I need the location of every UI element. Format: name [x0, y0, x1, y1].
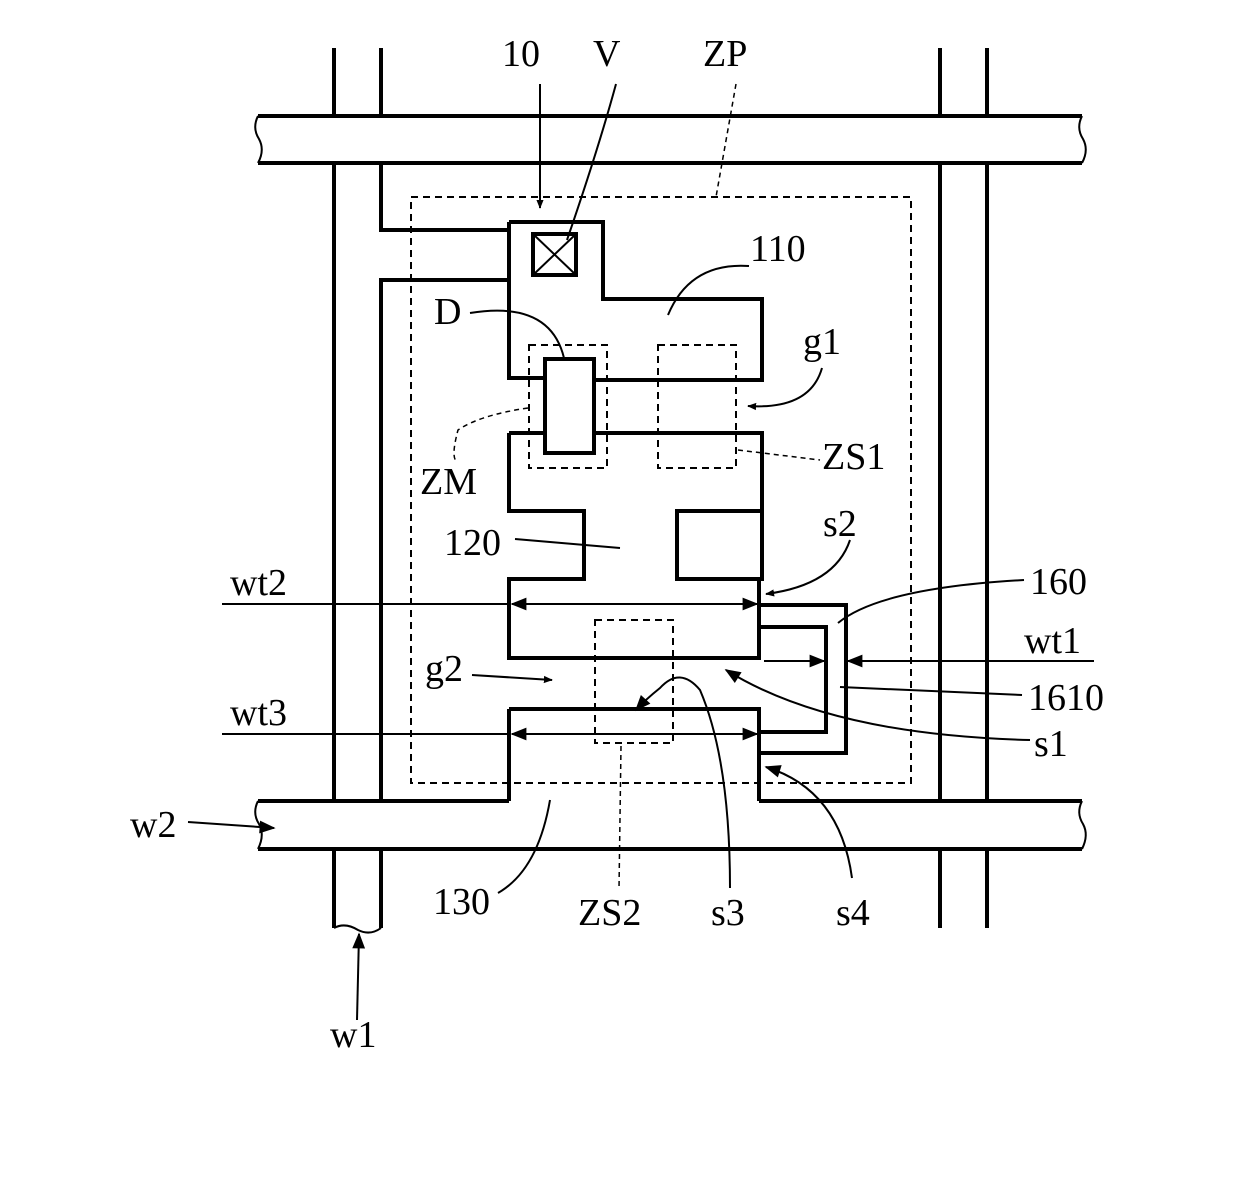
- text-labels: 10 V ZP 110 D g1 ZM ZS1 120 s2 wt2 160 w…: [130, 33, 1104, 1056]
- label-s4: s4: [836, 892, 870, 934]
- label-v: V: [593, 33, 621, 75]
- line-top-horizontal: [255, 116, 1086, 163]
- line-w2-bottom: [255, 801, 1086, 849]
- label-wt2: wt2: [230, 562, 287, 604]
- label-w1: w1: [330, 1014, 376, 1056]
- label-120: 120: [444, 522, 501, 564]
- structure-1610: [759, 627, 826, 732]
- label-zm: ZM: [420, 461, 477, 503]
- label-1610: 1610: [1028, 677, 1104, 719]
- label-130: 130: [433, 881, 490, 923]
- label-wt3: wt3: [230, 692, 287, 734]
- label-s1: s1: [1034, 723, 1068, 765]
- zone-zp: [411, 197, 911, 783]
- label-zs1: ZS1: [822, 436, 885, 478]
- label-wt1: wt1: [1024, 620, 1081, 662]
- label-zs2: ZS2: [578, 892, 641, 934]
- label-w2: w2: [130, 804, 176, 846]
- label-g1: g1: [803, 321, 841, 363]
- pixel-electrode: [509, 222, 762, 801]
- label-d: D: [434, 291, 461, 333]
- zone-zs2: [595, 620, 673, 743]
- label-160: 160: [1030, 561, 1087, 603]
- zone-zs1: [658, 345, 736, 468]
- via-v: [533, 234, 576, 275]
- drain-d: [545, 359, 594, 453]
- label-zp: ZP: [703, 33, 747, 75]
- label-10: 10: [502, 33, 540, 75]
- label-s2: s2: [823, 503, 857, 545]
- label-s3: s3: [711, 892, 745, 934]
- label-110: 110: [750, 228, 806, 270]
- leader-lines: [188, 84, 1030, 1020]
- label-g2: g2: [425, 648, 463, 690]
- line-right-vertical: [940, 48, 987, 928]
